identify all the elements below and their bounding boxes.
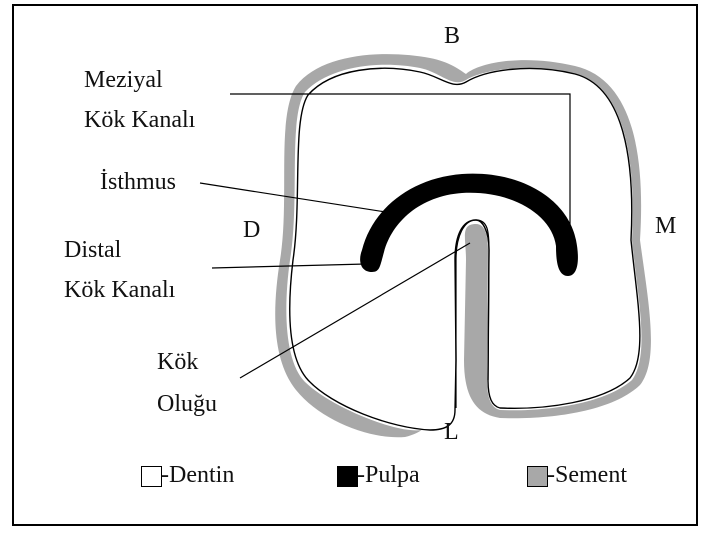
buccal-label: B <box>444 24 460 48</box>
legend-label-dentin: -Dentin <box>161 463 234 487</box>
distal-canal-label-line1: Distal <box>64 238 121 262</box>
root-groove-label-line2: Oluğu <box>157 392 217 416</box>
root-groove-label-line1: Kök <box>157 350 198 374</box>
legend-swatch-dentin <box>141 466 162 487</box>
legend-label-cementum: -Sement <box>547 463 627 487</box>
mesial-label: M <box>655 214 676 238</box>
legend-swatch-pulp <box>337 466 358 487</box>
legend-label-pulp: -Pulpa <box>357 463 420 487</box>
isthmus-label: İsthmus <box>100 170 176 194</box>
lingual-label: L <box>444 420 459 444</box>
mesial-canal-label-line2: Kök Kanalı <box>84 108 195 132</box>
distal-canal-label-line2: Kök Kanalı <box>64 278 175 302</box>
mesial-canal-label-line1: Meziyal <box>84 68 163 92</box>
dentin-body <box>290 68 640 430</box>
legend-swatch-cementum <box>527 466 548 487</box>
distal-label: D <box>243 218 260 242</box>
